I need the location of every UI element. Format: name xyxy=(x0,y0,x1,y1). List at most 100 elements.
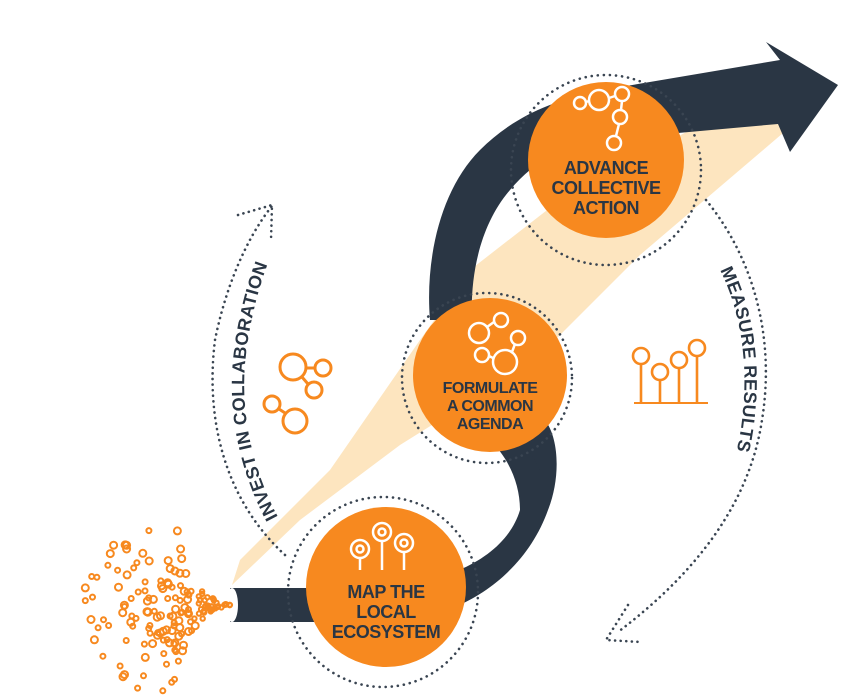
scatter-dot xyxy=(134,588,142,596)
scatter-dot xyxy=(138,548,148,558)
scatter-dot xyxy=(126,617,136,627)
scatter-dot xyxy=(122,637,130,644)
scatter-dot xyxy=(146,629,154,637)
scatter-dot xyxy=(145,527,153,535)
scatter-dot xyxy=(159,636,167,644)
scatter-dot xyxy=(175,568,185,578)
scatter-dot xyxy=(163,556,173,566)
scatter-dot xyxy=(214,603,221,611)
map-label-line-1: MAP THE xyxy=(347,582,425,602)
advance-circle[interactable] xyxy=(528,82,684,238)
map-label-line-2: LOCAL xyxy=(356,602,416,622)
scatter-dot xyxy=(128,612,136,620)
scatter-dot xyxy=(168,678,176,686)
scattered-dots-icon xyxy=(80,526,234,695)
scatter-dot xyxy=(177,554,187,564)
measure-cycle-arrow xyxy=(603,198,768,644)
scatter-dot xyxy=(208,607,215,614)
measure-cycle-label: MEASURE RESULTS xyxy=(716,263,760,454)
scatter-dot xyxy=(140,652,150,662)
scatter-dot xyxy=(89,635,99,645)
scatter-dot xyxy=(141,578,149,586)
measure-cycle-label-path: MEASURE RESULTS xyxy=(716,263,760,454)
map-circle[interactable] xyxy=(306,507,466,667)
scatter-dot xyxy=(86,615,96,624)
scatter-dot xyxy=(185,606,192,613)
scatter-dot xyxy=(178,646,188,656)
scatter-dot xyxy=(171,604,181,614)
invest-cycle-label-path: INVEST IN COLLABORATION xyxy=(228,259,281,525)
scatter-dot xyxy=(177,582,184,590)
advance-label-line-3: ACTION xyxy=(573,198,639,218)
scatter-dot xyxy=(199,615,206,622)
scatter-dot xyxy=(195,593,203,600)
scatter-dot xyxy=(105,622,113,629)
map-dotted-ring xyxy=(286,495,480,689)
collaboration-bubbles-icon xyxy=(262,352,333,435)
scatter-dot xyxy=(210,595,217,603)
formulate-label-line-1: FORMULATE xyxy=(443,380,539,397)
scatter-dot xyxy=(164,595,172,602)
scatter-dot xyxy=(130,564,138,572)
advance-dotted-ring xyxy=(509,73,703,267)
scatter-dot xyxy=(140,672,147,680)
scatter-dot xyxy=(122,544,132,554)
scatter-dot xyxy=(143,607,153,617)
network-nodes-icon xyxy=(467,311,527,376)
scatter-dot xyxy=(177,609,185,617)
scatter-dot xyxy=(163,636,171,644)
scatter-dot xyxy=(81,597,89,605)
scatter-dot xyxy=(198,588,206,595)
scatter-dot xyxy=(183,588,191,596)
scatter-dot xyxy=(154,629,162,637)
scatter-dot xyxy=(133,559,141,567)
scatter-dot xyxy=(205,602,212,609)
scatter-dot xyxy=(179,640,188,650)
scatter-dot xyxy=(100,616,107,624)
scatter-dot xyxy=(223,601,230,608)
scatter-dot xyxy=(114,582,123,592)
connected-nodes-icon xyxy=(572,85,631,152)
scatter-dot xyxy=(167,626,177,636)
scatter-dot xyxy=(159,687,167,695)
scatter-dot xyxy=(174,657,182,665)
scatter-dot xyxy=(148,639,158,649)
scatter-dot xyxy=(142,596,152,606)
formulate-label-line-3: AGENDA xyxy=(457,416,524,433)
scatter-dot xyxy=(184,627,193,636)
scatter-dot xyxy=(171,594,179,602)
formulate-label-line-2: A COMMON xyxy=(447,398,533,415)
scatter-dot xyxy=(162,625,171,635)
scatter-dot xyxy=(171,646,179,654)
scatter-dot xyxy=(134,684,142,692)
map-pins-icon xyxy=(349,521,415,570)
formulate-circle[interactable] xyxy=(413,298,567,452)
scatter-dot xyxy=(144,556,154,566)
scatter-dot xyxy=(140,640,148,648)
advance-label: ADVANCE COLLECTIVE ACTION xyxy=(551,158,661,218)
scatter-dot xyxy=(168,583,176,591)
scatter-dot xyxy=(157,581,166,591)
scatter-dot xyxy=(89,593,96,601)
results-chart-icon xyxy=(631,338,708,404)
scatter-dot xyxy=(156,611,165,621)
scatter-dot xyxy=(141,587,149,595)
scatter-dot xyxy=(116,662,124,670)
scatter-dot xyxy=(127,595,135,602)
scatter-dot xyxy=(105,549,115,559)
advance-label-line-1: ADVANCE xyxy=(564,158,649,178)
invest-cycle-label: INVEST IN COLLABORATION xyxy=(228,259,281,525)
scatter-dot xyxy=(163,660,170,668)
scatter-dot xyxy=(122,540,132,550)
scatter-dot xyxy=(80,583,90,593)
scatter-dot xyxy=(172,526,182,536)
scatter-dot xyxy=(122,570,132,580)
scatter-dot xyxy=(190,621,200,631)
invest-cycle-arrow xyxy=(211,203,287,557)
scatter-dot xyxy=(118,672,128,682)
scatter-dot xyxy=(183,595,193,604)
scatter-dot xyxy=(174,631,184,641)
scatter-dot xyxy=(181,569,191,578)
scatter-dot xyxy=(197,606,205,613)
